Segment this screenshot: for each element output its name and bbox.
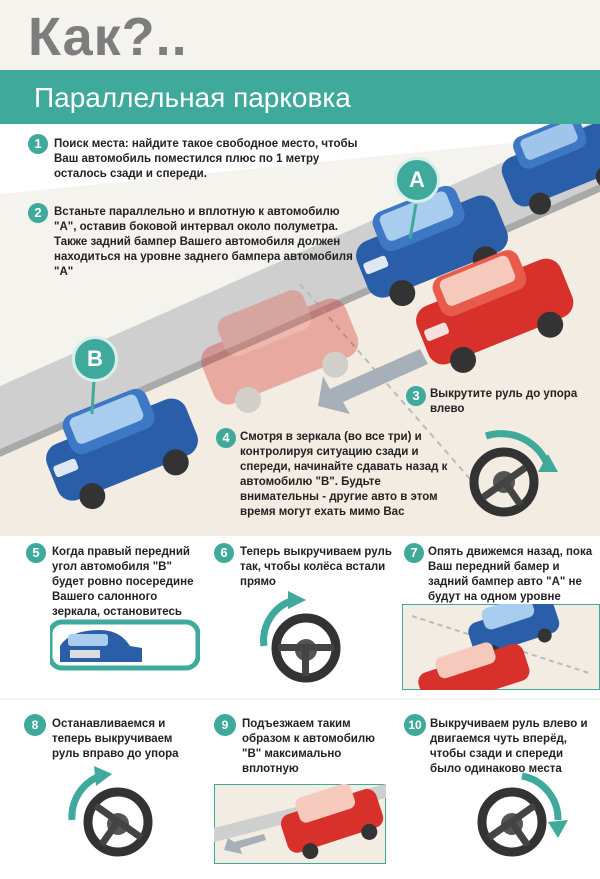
step-7-number: 7 bbox=[404, 543, 424, 563]
step-5-number: 5 bbox=[26, 543, 46, 563]
reverse-arrow bbox=[318, 349, 428, 414]
step-3-number: 3 bbox=[406, 386, 426, 406]
user-car-red bbox=[416, 250, 574, 373]
step-7-text: Опять движемся назад, пока Ваш передний … bbox=[428, 546, 593, 603]
step-1-number: 1 bbox=[28, 134, 48, 154]
step-2-number: 2 bbox=[28, 203, 48, 223]
step-1-text: Поиск места: найдите такое свободное мес… bbox=[54, 138, 358, 180]
car-b bbox=[46, 388, 198, 510]
title-banner bbox=[0, 70, 600, 124]
car-a bbox=[356, 185, 508, 307]
step-9-text: Подъезжаем таким образом к автомобилю "В… bbox=[242, 718, 375, 775]
step-10-number: 10 bbox=[404, 714, 426, 736]
steering-wheel-icon-10 bbox=[477, 772, 568, 857]
page-title: Параллельная парковка bbox=[34, 82, 351, 113]
step-8-text: Останавливаемся и теперь выкручиваем рул… bbox=[52, 718, 179, 760]
parking-illustration bbox=[0, 124, 600, 536]
step-10-text: Выкручиваем руль влево и двигаемся чуть … bbox=[430, 718, 588, 775]
step-3-text: Выкрутите руль до упора влево bbox=[430, 388, 578, 415]
steering-wheel-icon-3 bbox=[469, 430, 558, 517]
ghost-car bbox=[201, 290, 359, 413]
step-2-text: Встаньте параллельно и вплотную к автомо… bbox=[54, 206, 353, 278]
step-8-number: 8 bbox=[24, 714, 46, 736]
steering-wheel-icon-6 bbox=[260, 591, 341, 683]
steering-wheel-icon-8 bbox=[68, 766, 153, 857]
step-4-text: Смотря в зеркала (во все три) и контроли… bbox=[240, 431, 448, 518]
mirror-illustration bbox=[50, 619, 200, 671]
step-7-illustration bbox=[402, 604, 600, 690]
step-6-text: Теперь выкручиваем руль так, чтобы колёс… bbox=[240, 546, 392, 588]
headline: Как?.. bbox=[28, 7, 188, 67]
marker-a: A bbox=[394, 157, 440, 203]
step-5-text: Когда правый передний угол автомобиля "В… bbox=[52, 546, 194, 618]
step-9-illustration bbox=[214, 784, 386, 864]
step-9-number: 9 bbox=[214, 714, 236, 736]
marker-b: B bbox=[72, 336, 118, 382]
car-top-right bbox=[501, 124, 600, 215]
step-6-number: 6 bbox=[214, 543, 234, 563]
step-4-number: 4 bbox=[216, 428, 236, 448]
